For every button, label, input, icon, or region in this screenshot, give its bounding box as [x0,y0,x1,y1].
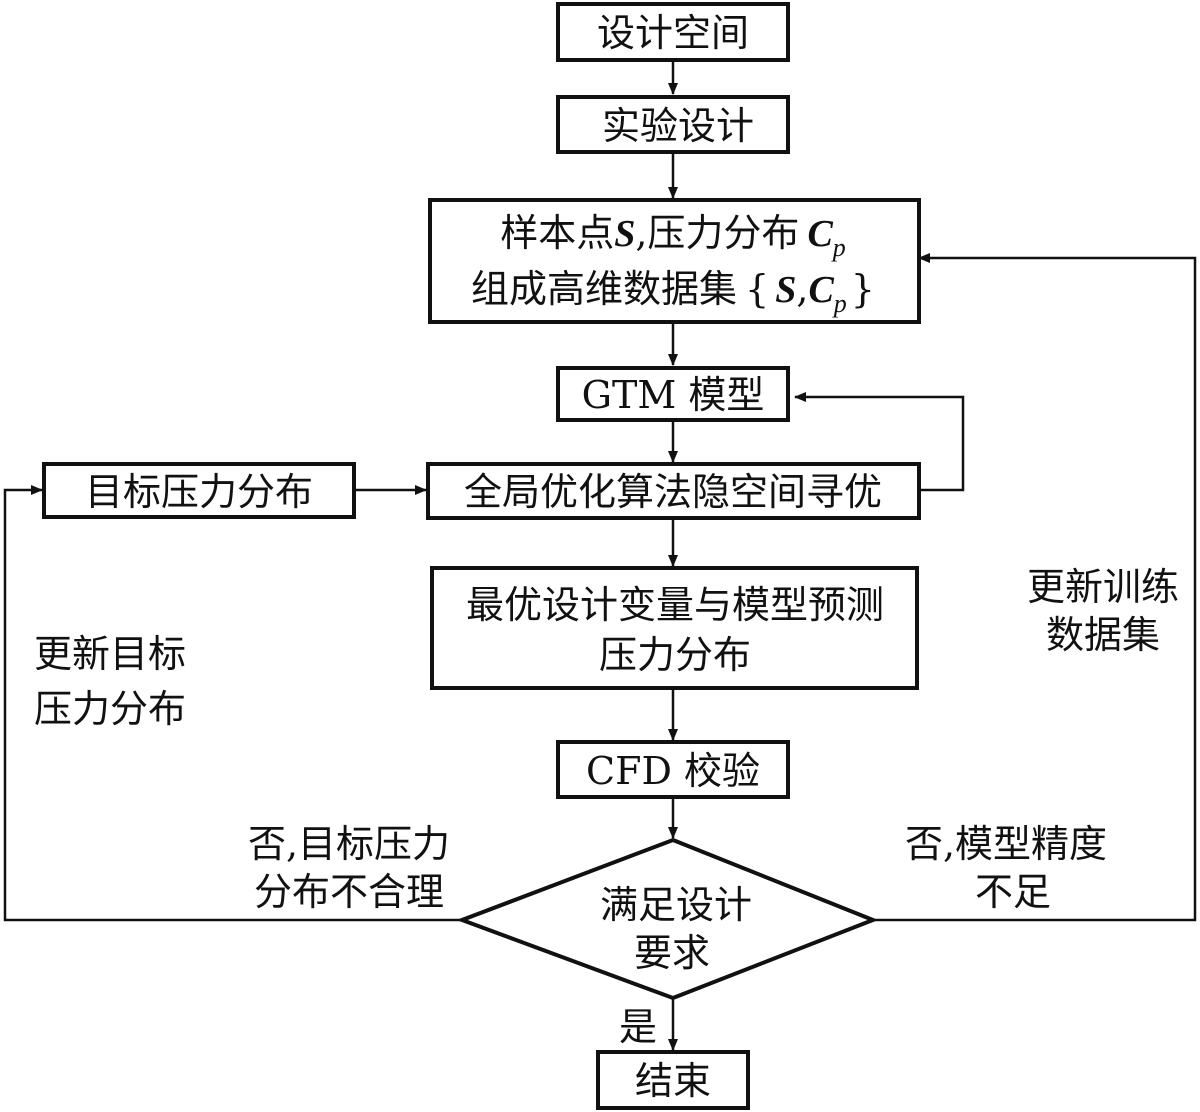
target-node: 目标压力分布 [42,462,356,519]
arrow-decision-to-target [3,485,462,922]
comma: , [796,267,808,311]
dataset-mid: ,压力分布 [635,211,799,255]
optimize-node: 全局优化算法隐空间寻优 [426,462,921,520]
arrow-optimize-loop-to-gtm [794,392,965,492]
result-label-line1: 最优设计变量与模型预测 [466,583,884,627]
cfd-label: CFD 校验 [586,749,760,793]
dataset-prefix: 样本点 [500,211,614,255]
var-s-2: S [775,269,796,311]
update-target-label-line1: 更新目标 [34,632,186,676]
decision-label-line1: 满足设计 [600,883,752,927]
dataset-line2-prefix: 组成高维数据集 [471,267,737,311]
end-node: 结束 [596,1050,750,1110]
update-train-label-line1: 更新训练 [1027,565,1179,609]
var-c-2: C [808,269,834,311]
cfd-node: CFD 校验 [556,740,790,799]
result-label-line2: 压力分布 [599,633,751,677]
update-target-label-line2: 压力分布 [34,687,186,731]
brace-open: { [745,267,769,311]
decision-node: 满足设计 要求 [456,837,879,1001]
no-model-label-line1: 否,模型精度 [905,822,1107,866]
edge-labels: 更新目标 压力分布 更新训练 数据集 否,目标压力 分布不合理 否,模型精度 不… [34,565,1179,1049]
brace-close: } [851,267,875,311]
decision-label-line2: 要求 [634,931,710,975]
gtm-label: GTM 模型 [582,373,765,417]
optimize-label: 全局优化算法隐空间寻优 [464,470,882,514]
doe-node: 实验设计 [556,95,790,154]
var-s: S [614,213,635,255]
doe-label: 实验设计 [602,104,754,148]
no-target-label-line1: 否,目标压力 [248,822,450,866]
connectors [3,60,1197,1051]
design-space-node: 设计空间 [556,2,790,62]
sub-p: p [831,233,846,262]
update-train-label-line2: 数据集 [1046,613,1160,657]
design-space-label: 设计空间 [597,11,749,55]
sub-p-2: p [832,289,847,318]
result-node: 最优设计变量与模型预测 压力分布 [430,566,919,690]
dataset-label-line2: 组成高维数据集{S,Cp} [471,267,875,318]
no-target-label-line2: 分布不合理 [254,870,444,914]
end-label: 结束 [635,1059,711,1103]
no-model-label-line2: 不足 [975,870,1051,914]
yes-label: 是 [619,1005,657,1049]
gtm-node: GTM 模型 [556,366,790,422]
var-c: C [807,213,833,255]
arrow-decision-to-dataset [873,253,1197,922]
target-label: 目标压力分布 [85,470,313,514]
